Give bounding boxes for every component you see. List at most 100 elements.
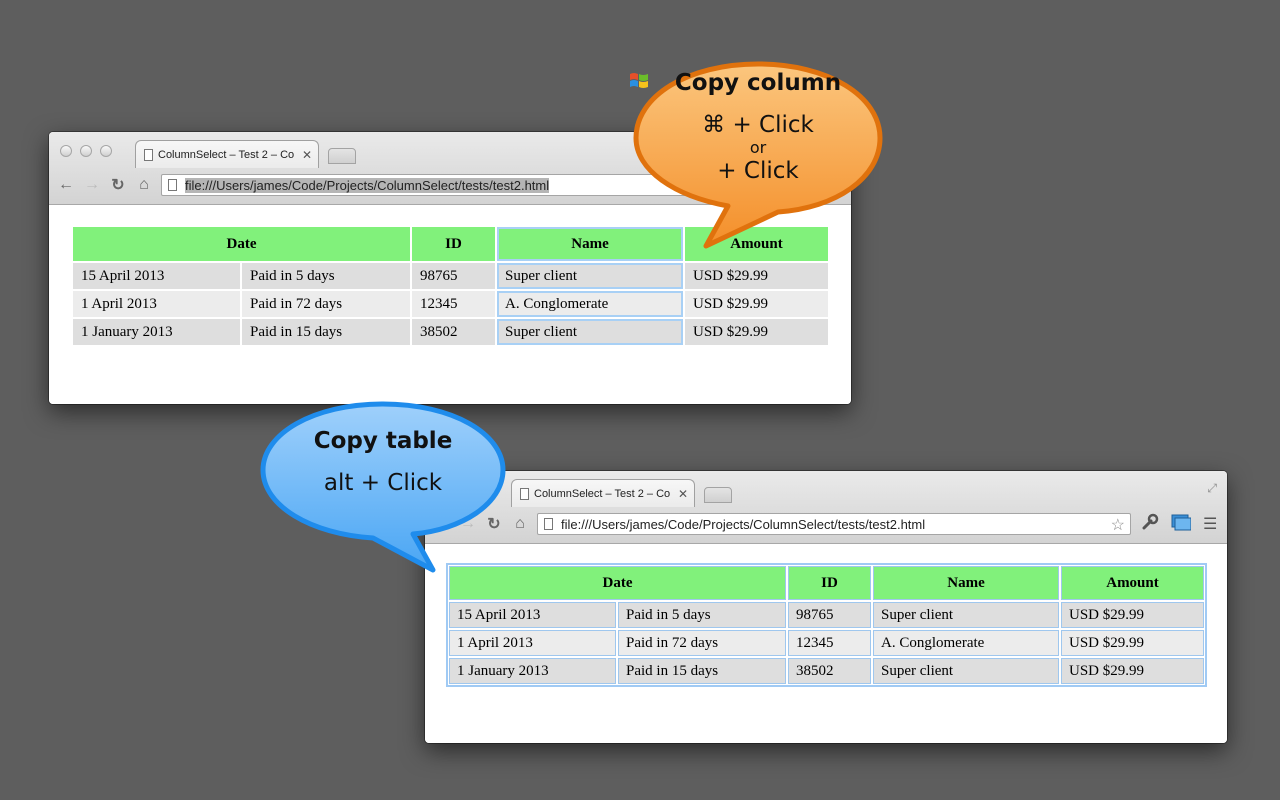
cell-name[interactable]: A. Conglomerate — [873, 630, 1059, 656]
cell-amount[interactable]: USD $29.99 — [685, 319, 828, 345]
header-date[interactable]: Date — [73, 227, 410, 261]
table-row: 1 April 2013 Paid in 72 days 12345 A. Co… — [73, 291, 828, 317]
cell-id[interactable]: 98765 — [788, 602, 871, 628]
zoom-window-button[interactable] — [100, 145, 112, 157]
cell-amount[interactable]: USD $29.99 — [1061, 630, 1204, 656]
speech-bubble-blue — [260, 401, 506, 573]
wrench-icon[interactable] — [1141, 513, 1159, 536]
cell-paid[interactable]: Paid in 5 days — [242, 263, 410, 289]
command-key-icon: ⌘ — [702, 112, 726, 138]
data-table: Date ID Name Amount 15 April 2013 Paid i… — [71, 225, 830, 347]
menu-icon[interactable]: ☰ — [1203, 516, 1218, 533]
page-icon — [168, 179, 177, 191]
browser-window-copy-table: ColumnSelect – Test 2 – Co ✕ ⤢ ← → ↻ ⌂ f… — [425, 471, 1227, 743]
cell-amount[interactable]: USD $29.99 — [685, 291, 828, 317]
table-row: 1 January 2013 Paid in 15 days 38502 Sup… — [73, 319, 828, 345]
address-url: file:///Users/james/Code/Projects/Column… — [561, 516, 926, 532]
cell-id[interactable]: 12345 — [412, 291, 495, 317]
cell-date[interactable]: 15 April 2013 — [449, 602, 616, 628]
address-bar[interactable]: file:///Users/james/Code/Projects/Column… — [537, 513, 1131, 535]
cell-paid[interactable]: Paid in 5 days — [618, 602, 786, 628]
cell-paid[interactable]: Paid in 72 days — [618, 630, 786, 656]
callout-copy-column-title: Copy column — [674, 70, 842, 96]
forward-arrow-icon[interactable]: → — [84, 176, 100, 193]
callout-copy-table-text: Copy table alt + Click — [257, 428, 509, 496]
data-table: Date ID Name Amount 15 April 2013 Paid i… — [446, 563, 1207, 687]
callout-copy-table: Copy table alt + Click — [257, 398, 512, 578]
header-name[interactable]: Name — [497, 227, 683, 261]
table-header-row: Date ID Name Amount — [449, 566, 1204, 600]
cell-date[interactable]: 1 January 2013 — [449, 658, 616, 684]
mac-shortcut: ⌘ + Click — [628, 112, 888, 138]
cell-name[interactable]: Super client — [873, 602, 1059, 628]
home-icon[interactable]: ⌂ — [139, 176, 149, 193]
callout-copy-table-title: Copy table — [313, 428, 453, 454]
browser-toolbar: ← → ↻ ⌂ file:///Users/james/Code/Project… — [49, 170, 851, 200]
cell-amount[interactable]: USD $29.99 — [1061, 602, 1204, 628]
browser-chrome: ColumnSelect – Test 2 – Co ✕ ⤢ ← → ↻ ⌂ f… — [425, 471, 1227, 544]
tab-close-icon[interactable]: ✕ — [677, 486, 688, 501]
table-row: 15 April 2013 Paid in 5 days 98765 Super… — [73, 263, 828, 289]
table-row: 15 April 2013 Paid in 5 days 98765 Super… — [449, 602, 1204, 628]
cell-date[interactable]: 15 April 2013 — [73, 263, 240, 289]
page-icon — [544, 518, 553, 530]
address-url: file:///Users/james/Code/Projects/Column… — [185, 177, 550, 193]
cell-date[interactable]: 1 January 2013 — [73, 319, 240, 345]
window-controls — [60, 145, 112, 157]
windows-logo-icon — [630, 73, 648, 88]
speech-bubble-orange — [633, 61, 883, 249]
cell-amount[interactable]: USD $29.99 — [1061, 658, 1204, 684]
browser-tab[interactable]: ColumnSelect – Test 2 – Co ✕ — [511, 479, 695, 507]
header-id[interactable]: ID — [788, 566, 871, 600]
callout-copy-column: Copy column ⌘ + Click or + Click — [628, 56, 888, 256]
cell-paid[interactable]: Paid in 15 days — [618, 658, 786, 684]
alt-click-shortcut: alt + Click — [323, 470, 443, 496]
page-icon — [520, 487, 529, 500]
cell-id[interactable]: 38502 — [412, 319, 495, 345]
home-icon[interactable]: ⌂ — [515, 515, 525, 532]
fullscreen-icon[interactable]: ⤢ — [1207, 481, 1217, 495]
new-tab-button[interactable] — [328, 148, 356, 164]
browser-tab[interactable]: ColumnSelect – Test 2 – Co ✕ — [135, 140, 319, 168]
reload-icon[interactable]: ↻ — [487, 516, 501, 533]
close-window-button[interactable] — [60, 145, 72, 157]
header-id[interactable]: ID — [412, 227, 495, 261]
cell-id[interactable]: 38502 — [788, 658, 871, 684]
header-date[interactable]: Date — [449, 566, 786, 600]
cell-name[interactable]: Super client — [497, 263, 683, 289]
cell-id[interactable]: 98765 — [412, 263, 495, 289]
cell-id[interactable]: 12345 — [788, 630, 871, 656]
callout-copy-column-text: Copy column ⌘ + Click or + Click — [628, 70, 888, 184]
tab-title: ColumnSelect – Test 2 – Co — [534, 487, 671, 500]
reload-icon[interactable]: ↻ — [111, 177, 125, 194]
cell-amount[interactable]: USD $29.99 — [685, 263, 828, 289]
tab-close-icon[interactable]: ✕ — [301, 147, 312, 162]
back-arrow-icon[interactable]: ← — [58, 176, 74, 193]
tab-title: ColumnSelect – Test 2 – Co — [158, 148, 295, 161]
table-header-row: Date ID Name Amount — [73, 227, 828, 261]
cell-name[interactable]: Super client — [497, 319, 683, 345]
page-content: Date ID Name Amount 15 April 2013 Paid i… — [425, 544, 1227, 743]
extension-icon[interactable] — [1171, 513, 1192, 536]
cell-paid[interactable]: Paid in 72 days — [242, 291, 410, 317]
table-row: 1 January 2013 Paid in 15 days 38502 Sup… — [449, 658, 1204, 684]
header-amount[interactable]: Amount — [1061, 566, 1204, 600]
header-name[interactable]: Name — [873, 566, 1059, 600]
new-tab-button[interactable] — [704, 487, 732, 503]
cell-date[interactable]: 1 April 2013 — [73, 291, 240, 317]
windows-shortcut: + Click — [628, 73, 888, 184]
toolbar-extensions: ☰ — [1141, 513, 1217, 536]
minimize-window-button[interactable] — [80, 145, 92, 157]
cell-name[interactable]: Super client — [873, 658, 1059, 684]
table-row: 1 April 2013 Paid in 72 days 12345 A. Co… — [449, 630, 1204, 656]
mac-shortcut-click: + Click — [732, 112, 814, 138]
bookmark-star-icon[interactable]: ☆ — [1110, 517, 1125, 534]
page-icon — [144, 148, 153, 161]
windows-shortcut-click: + Click — [717, 158, 799, 184]
browser-toolbar: ← → ↻ ⌂ file:///Users/james/Code/Project… — [425, 509, 1227, 539]
cell-name[interactable]: A. Conglomerate — [497, 291, 683, 317]
address-bar[interactable]: file:///Users/james/Code/Projects/Column… — [161, 174, 751, 196]
cell-date[interactable]: 1 April 2013 — [449, 630, 616, 656]
shortcut-or: or — [749, 138, 767, 157]
cell-paid[interactable]: Paid in 15 days — [242, 319, 410, 345]
